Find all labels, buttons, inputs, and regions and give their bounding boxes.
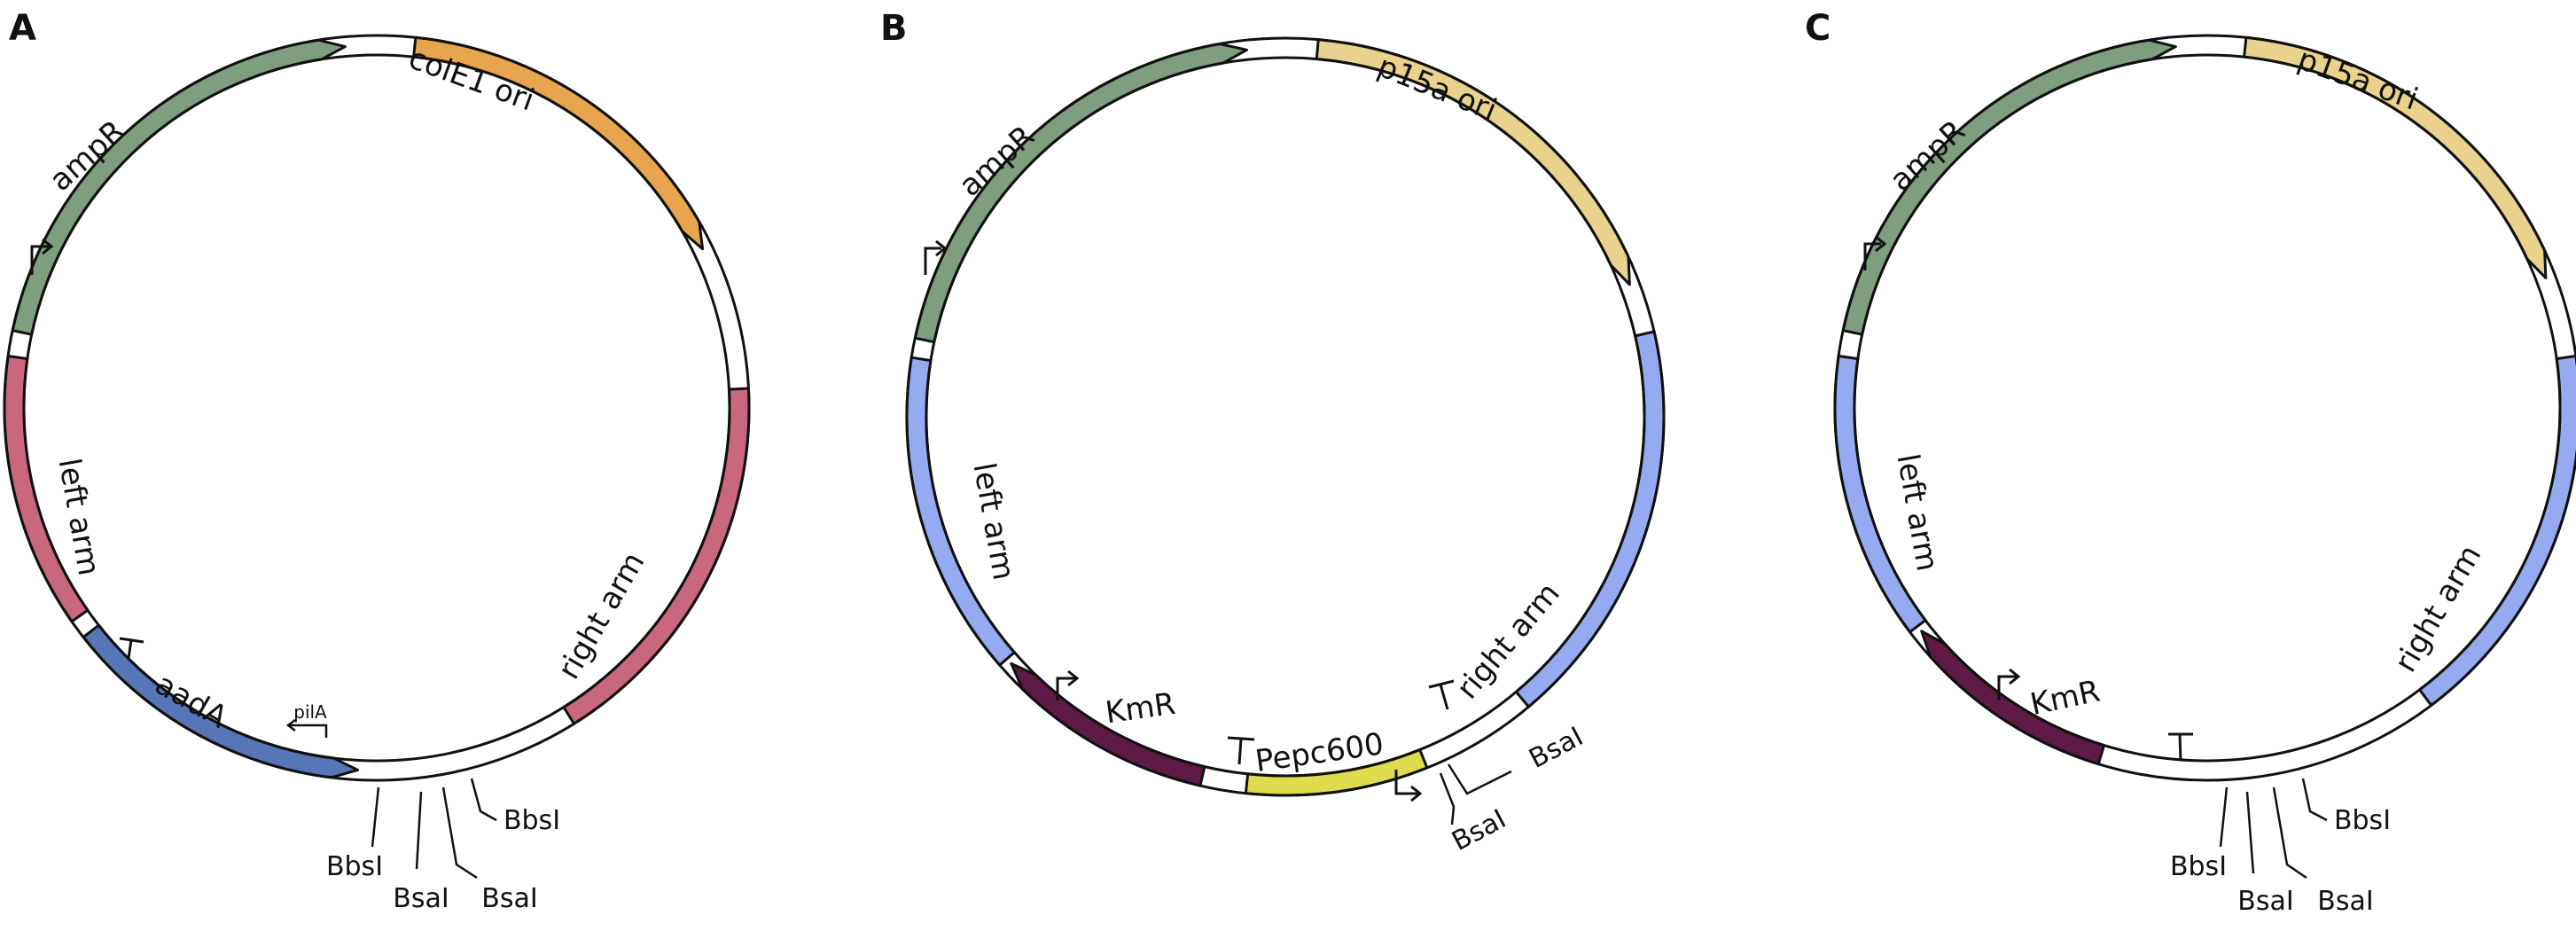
panel-c: C p15a ori ampR left arm right arm KmR B…	[1805, 8, 2576, 917]
feature-segment-ampr	[913, 42, 1249, 344]
panel-label: B	[880, 8, 908, 49]
promoter-arrow-icon	[1056, 677, 1075, 700]
promoter-arrow-icon	[1410, 785, 1423, 802]
promoter-arrow-icon	[1997, 675, 2017, 700]
panel-b: B p15a ori ampR left arm right arm KmR P…	[880, 8, 1666, 857]
site-label-bbsi: BbsI	[326, 851, 383, 882]
restriction-sites: BbsI BsaI BsaI BbsI	[326, 778, 560, 914]
feature-label-p15a-ori: p15a ori	[1372, 49, 1501, 129]
ring-outline	[1853, 53, 2562, 763]
panel-a: A colE1 ori ampR left arm right arm aadA…	[3, 8, 751, 914]
terminator-icon	[1227, 736, 1255, 765]
ring-outline	[1833, 34, 2576, 782]
plasmid-ring	[905, 36, 1666, 797]
ring-outline	[22, 53, 731, 763]
site-label-bsai: BsaI	[2317, 886, 2373, 917]
site-label-bsai: BsaI	[481, 883, 537, 914]
site-label-bsai: BsaI	[393, 883, 449, 914]
promoter-arrow-icon	[924, 246, 941, 275]
promoter-arrow-icon	[935, 239, 948, 257]
feature-segment-right-arm	[562, 387, 751, 725]
promoter-arrow-icon	[42, 238, 54, 255]
site-label-bbsi: BbsI	[2334, 805, 2391, 836]
promoter-arrow-icon	[1394, 770, 1418, 795]
restriction-sites: BbsI BsaI BsaI BbsI	[2170, 778, 2391, 917]
ring-outline	[905, 36, 1666, 797]
promoter-arrow-icon	[285, 719, 296, 732]
feature-label-left-arm: left arm	[1890, 451, 1946, 574]
feature-label-left-arm: left arm	[966, 460, 1022, 583]
feature-label-kmr: KmR	[1104, 686, 1178, 732]
feature-label-kmr: KmR	[2027, 673, 2104, 723]
feature-segment-right-arm	[2418, 355, 2576, 707]
promoter-arrow-icon	[1875, 235, 1887, 253]
terminator-icon	[119, 637, 144, 659]
promoter-arrow-icon	[30, 245, 49, 275]
feature-segment-p15a-ori	[1315, 38, 1631, 286]
promoter-arrow-icon	[289, 724, 328, 738]
plasmid-ring	[3, 34, 751, 782]
promoter-arrow-icon	[1067, 669, 1080, 687]
site-label-bbsi: BbsI	[503, 805, 560, 836]
site-label-bsai: BsaI	[2237, 886, 2293, 917]
feature-segment-right-arm	[1514, 330, 1666, 708]
site-label-bbsi: BbsI	[2170, 851, 2227, 882]
terminator-icon	[2168, 732, 2193, 762]
site-label-bsai: BsaI	[1447, 803, 1510, 857]
feature-label-pila: pilA	[293, 701, 327, 723]
site-label-bsai: BsaI	[1524, 721, 1588, 775]
ring-outline	[925, 56, 1646, 778]
feature-segment-ampr	[1841, 38, 2177, 336]
panel-label: C	[1805, 8, 1831, 49]
feature-label-p15a-ori: p15a ori	[2293, 42, 2423, 118]
panel-label: A	[9, 8, 36, 49]
promoter-arrow-icon	[1863, 242, 1881, 270]
ring-outline	[3, 34, 751, 782]
plasmid-ring	[1833, 34, 2576, 782]
promoter-arrow-icon	[2009, 668, 2021, 685]
terminator-icon	[1428, 679, 1455, 710]
